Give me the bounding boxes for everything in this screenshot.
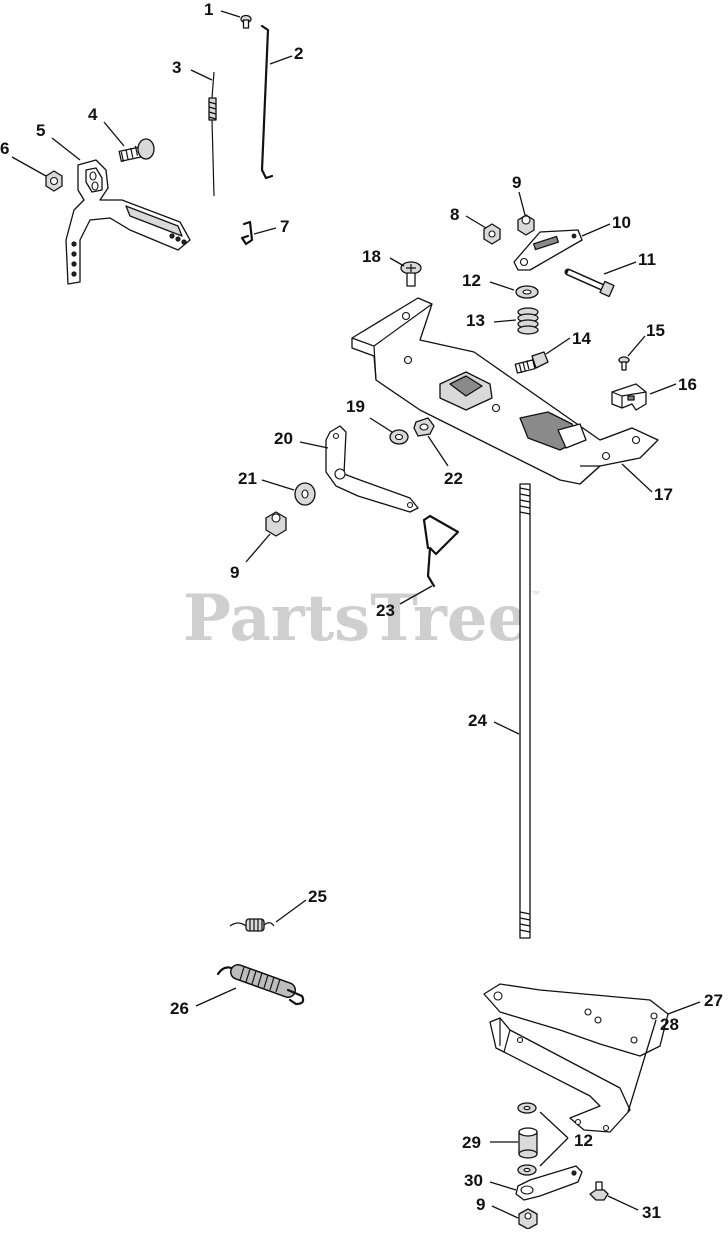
callout-6: 6 (0, 139, 9, 158)
callout-20: 20 (274, 429, 293, 448)
callout-12-top: 12 (462, 271, 481, 290)
callout-7: 7 (280, 217, 289, 236)
callout-12-bottom: 12 (574, 1131, 593, 1150)
callout-9-top: 9 (512, 173, 521, 192)
part-8-nut[interactable] (483, 223, 501, 245)
part-19-washer[interactable] (389, 429, 409, 445)
callout-9-middle: 9 (230, 563, 239, 582)
callout-10: 10 (612, 213, 631, 232)
watermark: PartsTree (183, 581, 528, 656)
part-16-clip[interactable] (611, 383, 647, 411)
callout-17: 17 (654, 485, 673, 504)
callout-30: 30 (464, 1171, 483, 1190)
callout-19: 19 (346, 397, 365, 416)
part-20-lever[interactable] (325, 425, 419, 513)
part-28-bracket[interactable] (489, 1017, 631, 1133)
leader-lines (11, 10, 701, 1219)
part-24-shaft[interactable] (519, 483, 531, 939)
part-1-screw[interactable] (240, 14, 252, 29)
callout-22: 22 (444, 469, 463, 488)
part-11-bolt[interactable] (564, 268, 615, 298)
callout-25: 25 (308, 887, 327, 906)
part-3-spring-link[interactable] (208, 71, 217, 197)
callout-18: 18 (362, 247, 381, 266)
part-13-spring[interactable] (517, 307, 539, 335)
callout-31: 31 (642, 1203, 661, 1222)
part-29-bushing[interactable] (518, 1127, 538, 1159)
part-4-shoulder-bolt[interactable] (118, 138, 155, 162)
part-2-rod[interactable] (260, 24, 274, 180)
watermark-trademark: ™ (531, 589, 540, 599)
part-14-bolt[interactable] (514, 351, 549, 374)
callout-26: 26 (170, 999, 189, 1018)
part-7-clip[interactable] (240, 220, 254, 246)
callout-21: 21 (238, 469, 257, 488)
part-12-washer-bottom-lower[interactable] (517, 1164, 537, 1176)
part-12-washer-bottom-upper[interactable] (517, 1102, 537, 1114)
part-15-screw[interactable] (618, 356, 630, 371)
callout-5: 5 (36, 121, 45, 140)
callout-11: 11 (638, 250, 656, 269)
part-9-locknut-top[interactable] (517, 214, 535, 236)
callout-23: 23 (376, 601, 395, 620)
callout-15: 15 (646, 321, 665, 340)
part-27-plate[interactable] (483, 983, 669, 1057)
callout-13: 13 (466, 311, 485, 330)
callout-3: 3 (172, 58, 181, 77)
part-22-bushing[interactable] (413, 417, 435, 437)
callout-24: 24 (468, 711, 487, 730)
callout-29: 29 (462, 1133, 481, 1152)
part-25-small-spring[interactable] (229, 918, 275, 932)
callout-9-bottom: 9 (476, 1195, 485, 1214)
part-17-main-bracket[interactable] (351, 297, 659, 485)
part-12-washer-top[interactable] (515, 285, 539, 299)
part-23-wire-link[interactable] (422, 514, 460, 588)
part-5-control-bracket[interactable] (65, 159, 191, 285)
part-18-screw[interactable] (400, 261, 422, 287)
part-26-extension-spring[interactable] (216, 964, 305, 1006)
part-6-nut[interactable] (45, 170, 63, 192)
callout-2: 2 (294, 44, 303, 63)
callout-14: 14 (572, 329, 591, 348)
callout-28: 28 (660, 1015, 679, 1034)
part-9-nut-bottom[interactable] (518, 1208, 538, 1230)
callout-8: 8 (450, 205, 459, 224)
callout-1: 1 (204, 0, 213, 19)
part-10-governor-plate[interactable] (513, 229, 583, 271)
callout-16: 16 (678, 375, 697, 394)
part-31-bolt[interactable] (589, 1181, 609, 1201)
part-9-nut-middle[interactable] (265, 511, 287, 537)
callout-4: 4 (88, 105, 98, 124)
part-21-washer[interactable] (294, 482, 316, 506)
part-30-lever-arm[interactable] (515, 1165, 583, 1201)
callout-27: 27 (704, 991, 723, 1010)
